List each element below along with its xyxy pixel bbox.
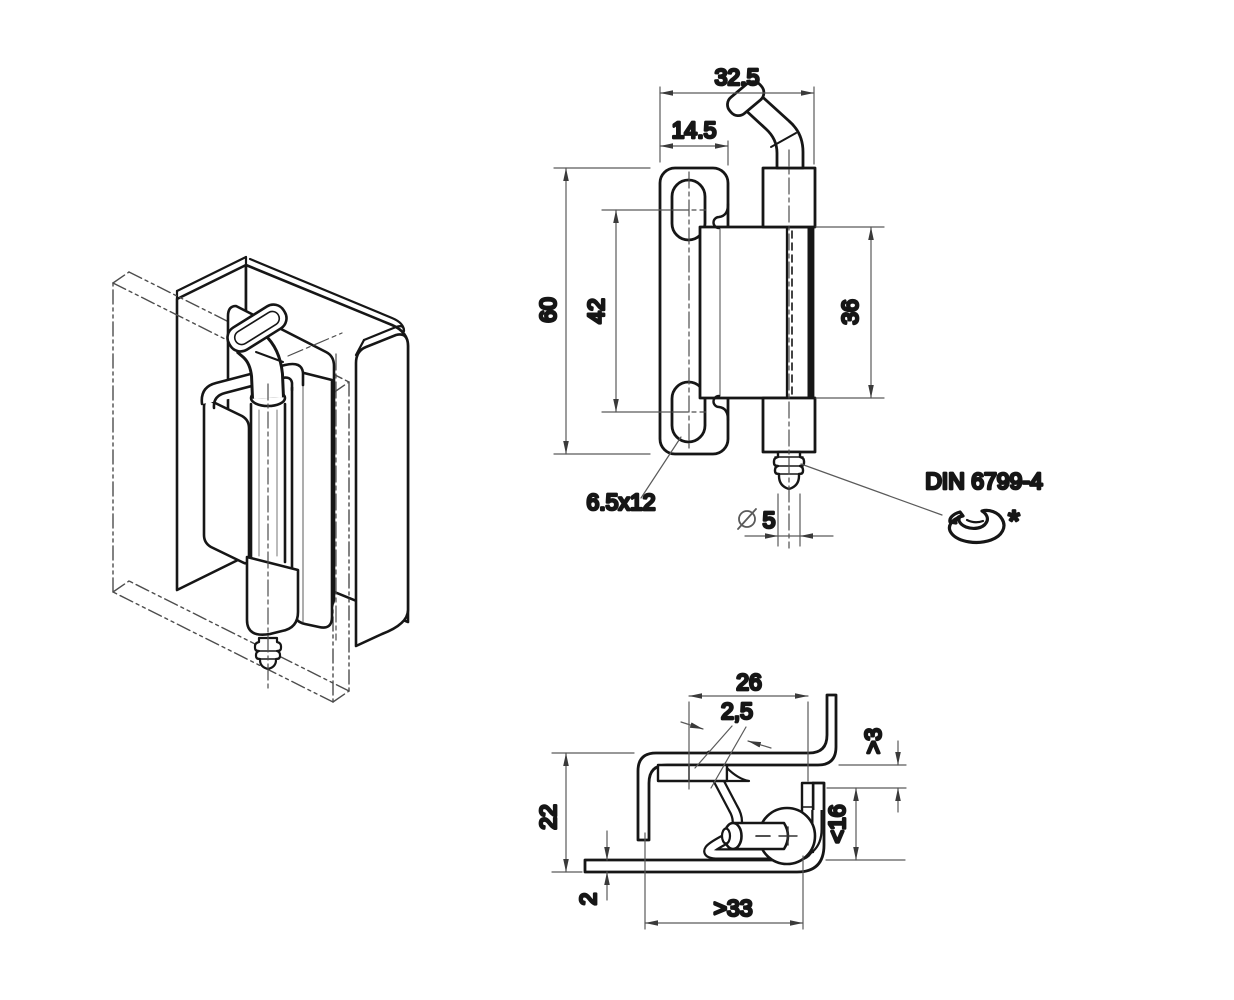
front-view: 32.5 14.5 60 42 36 6.5x12 5 DIN 6799-4 * bbox=[534, 63, 1044, 549]
front-body bbox=[698, 202, 815, 422]
slot-size-label: 6.5x12 bbox=[586, 489, 655, 515]
dim-bottom-width-label: >33 bbox=[713, 895, 752, 921]
retaining-ring-note: * bbox=[1008, 505, 1020, 538]
dim-overall-width-label: 32.5 bbox=[715, 64, 760, 90]
dim-frame-thickness-label: 2 bbox=[575, 893, 601, 906]
section-dimensions bbox=[551, 693, 907, 930]
pin-diameter-label: 5 bbox=[763, 507, 776, 533]
dim-gap-min-label: >3 bbox=[860, 728, 886, 754]
dim-sheet-thickness-label: 2,5 bbox=[721, 698, 753, 724]
front-lever bbox=[726, 80, 805, 170]
diameter-symbol-icon bbox=[738, 510, 756, 528]
dim-door-inset-label: <16 bbox=[824, 804, 850, 843]
iso-lever bbox=[226, 303, 288, 399]
ring-leader-line bbox=[800, 463, 943, 516]
dim-height-label: 22 bbox=[535, 804, 561, 830]
retaining-ring-label: DIN 6799-4 bbox=[925, 468, 1043, 494]
iso-pin-tip bbox=[253, 636, 283, 671]
section-view: 26 2,5 >3 22 <16 2 >33 bbox=[534, 668, 907, 930]
dim-body-height-label: 36 bbox=[837, 299, 863, 325]
dim-plate-height-label: 60 bbox=[535, 297, 561, 323]
dim-top-width-label: 26 bbox=[736, 669, 762, 695]
section-pin bbox=[720, 821, 798, 851]
dim-plate-width-label: 14.5 bbox=[672, 117, 717, 143]
iso-centerlines bbox=[267, 332, 343, 691]
front-dimensions bbox=[553, 86, 943, 547]
retaining-ring-icon bbox=[947, 508, 1006, 545]
dim-slot-spacing-label: 42 bbox=[583, 298, 609, 324]
front-centerlines bbox=[671, 149, 790, 549]
isometric-view bbox=[112, 255, 410, 703]
slot-leader-line bbox=[640, 436, 682, 499]
